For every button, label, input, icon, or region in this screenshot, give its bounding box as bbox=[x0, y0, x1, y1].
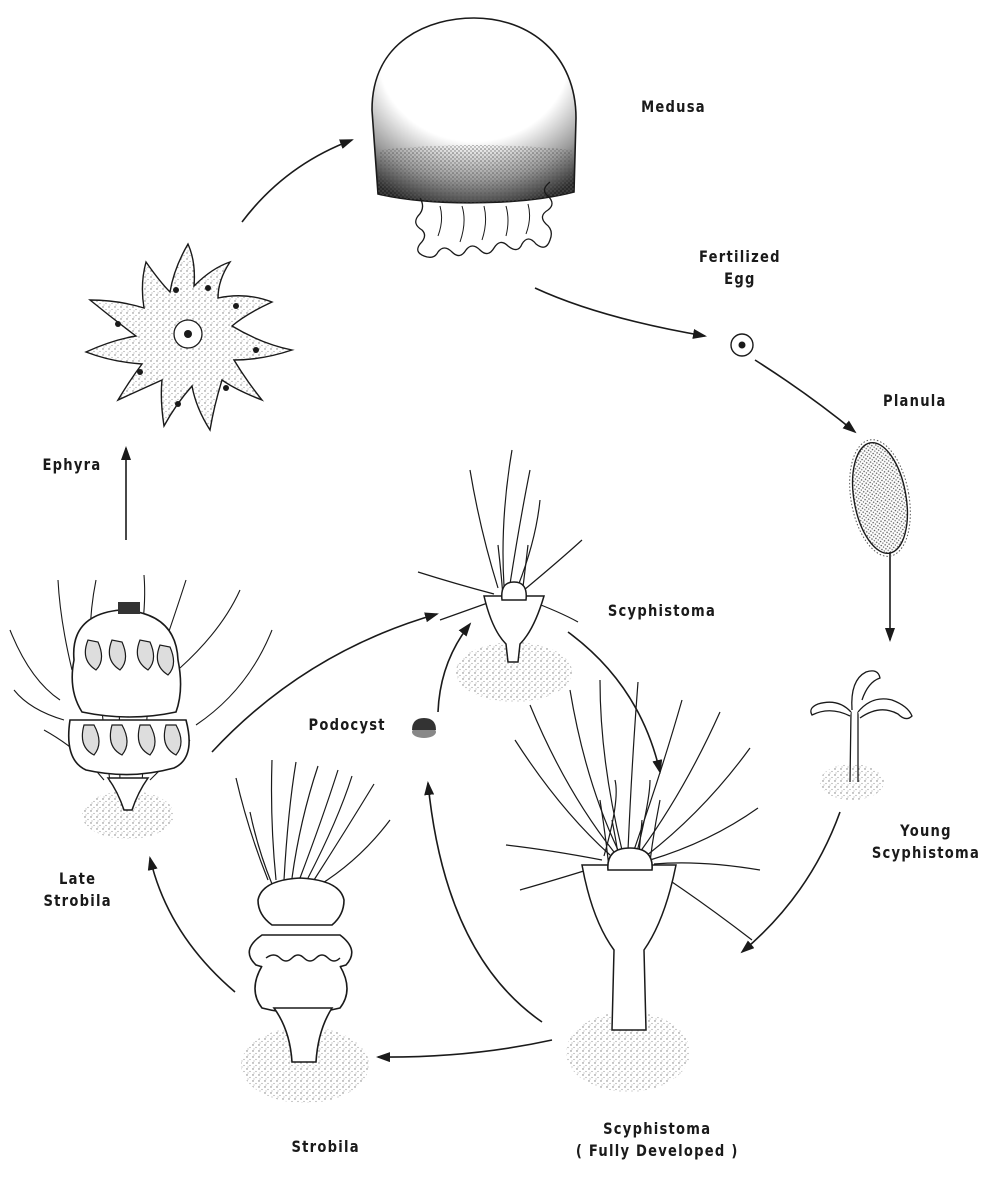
strobila-illustration bbox=[236, 760, 390, 1103]
ephyra-illustration bbox=[86, 244, 292, 430]
label-scyphistoma-fully-developed: Scyphistoma ( Fully Developed ) bbox=[576, 1118, 739, 1162]
arrow-fully-to-podocyst bbox=[428, 783, 542, 1022]
arrow-strobila-to-late bbox=[150, 858, 235, 992]
arrow-medusa-to-egg bbox=[535, 288, 705, 336]
fully-developed-scyphistoma-illustration bbox=[506, 680, 760, 1092]
arrow-scyphistoma-to-fully bbox=[568, 632, 660, 772]
label-podocyst: Podocyst bbox=[308, 714, 385, 736]
label-late-strobila: Late Strobila bbox=[43, 868, 111, 912]
arrow-ephyra-to-medusa bbox=[242, 140, 352, 222]
label-medusa: Medusa bbox=[641, 96, 706, 118]
podocyst-illustration bbox=[412, 718, 436, 738]
arrow-young-to-fully bbox=[742, 812, 840, 952]
scyphistoma-illustration bbox=[418, 450, 582, 702]
label-fertilized-egg: Fertilized Egg bbox=[699, 246, 781, 290]
medusa-illustration bbox=[372, 18, 576, 257]
label-young-scyphistoma: Young Scyphistoma bbox=[872, 820, 980, 864]
late-strobila-illustration bbox=[10, 575, 272, 839]
fertilized-egg-illustration bbox=[731, 334, 753, 356]
label-strobila: Strobila bbox=[291, 1136, 359, 1158]
arrow-egg-to-planula bbox=[755, 360, 855, 432]
young-scyphistoma-illustration bbox=[811, 671, 912, 800]
label-ephyra: Ephyra bbox=[42, 454, 101, 476]
label-scyphistoma: Scyphistoma bbox=[608, 600, 716, 622]
arrow-fully-to-strobila bbox=[378, 1040, 552, 1057]
label-planula: Planula bbox=[883, 390, 947, 412]
planula-illustration bbox=[841, 435, 919, 561]
